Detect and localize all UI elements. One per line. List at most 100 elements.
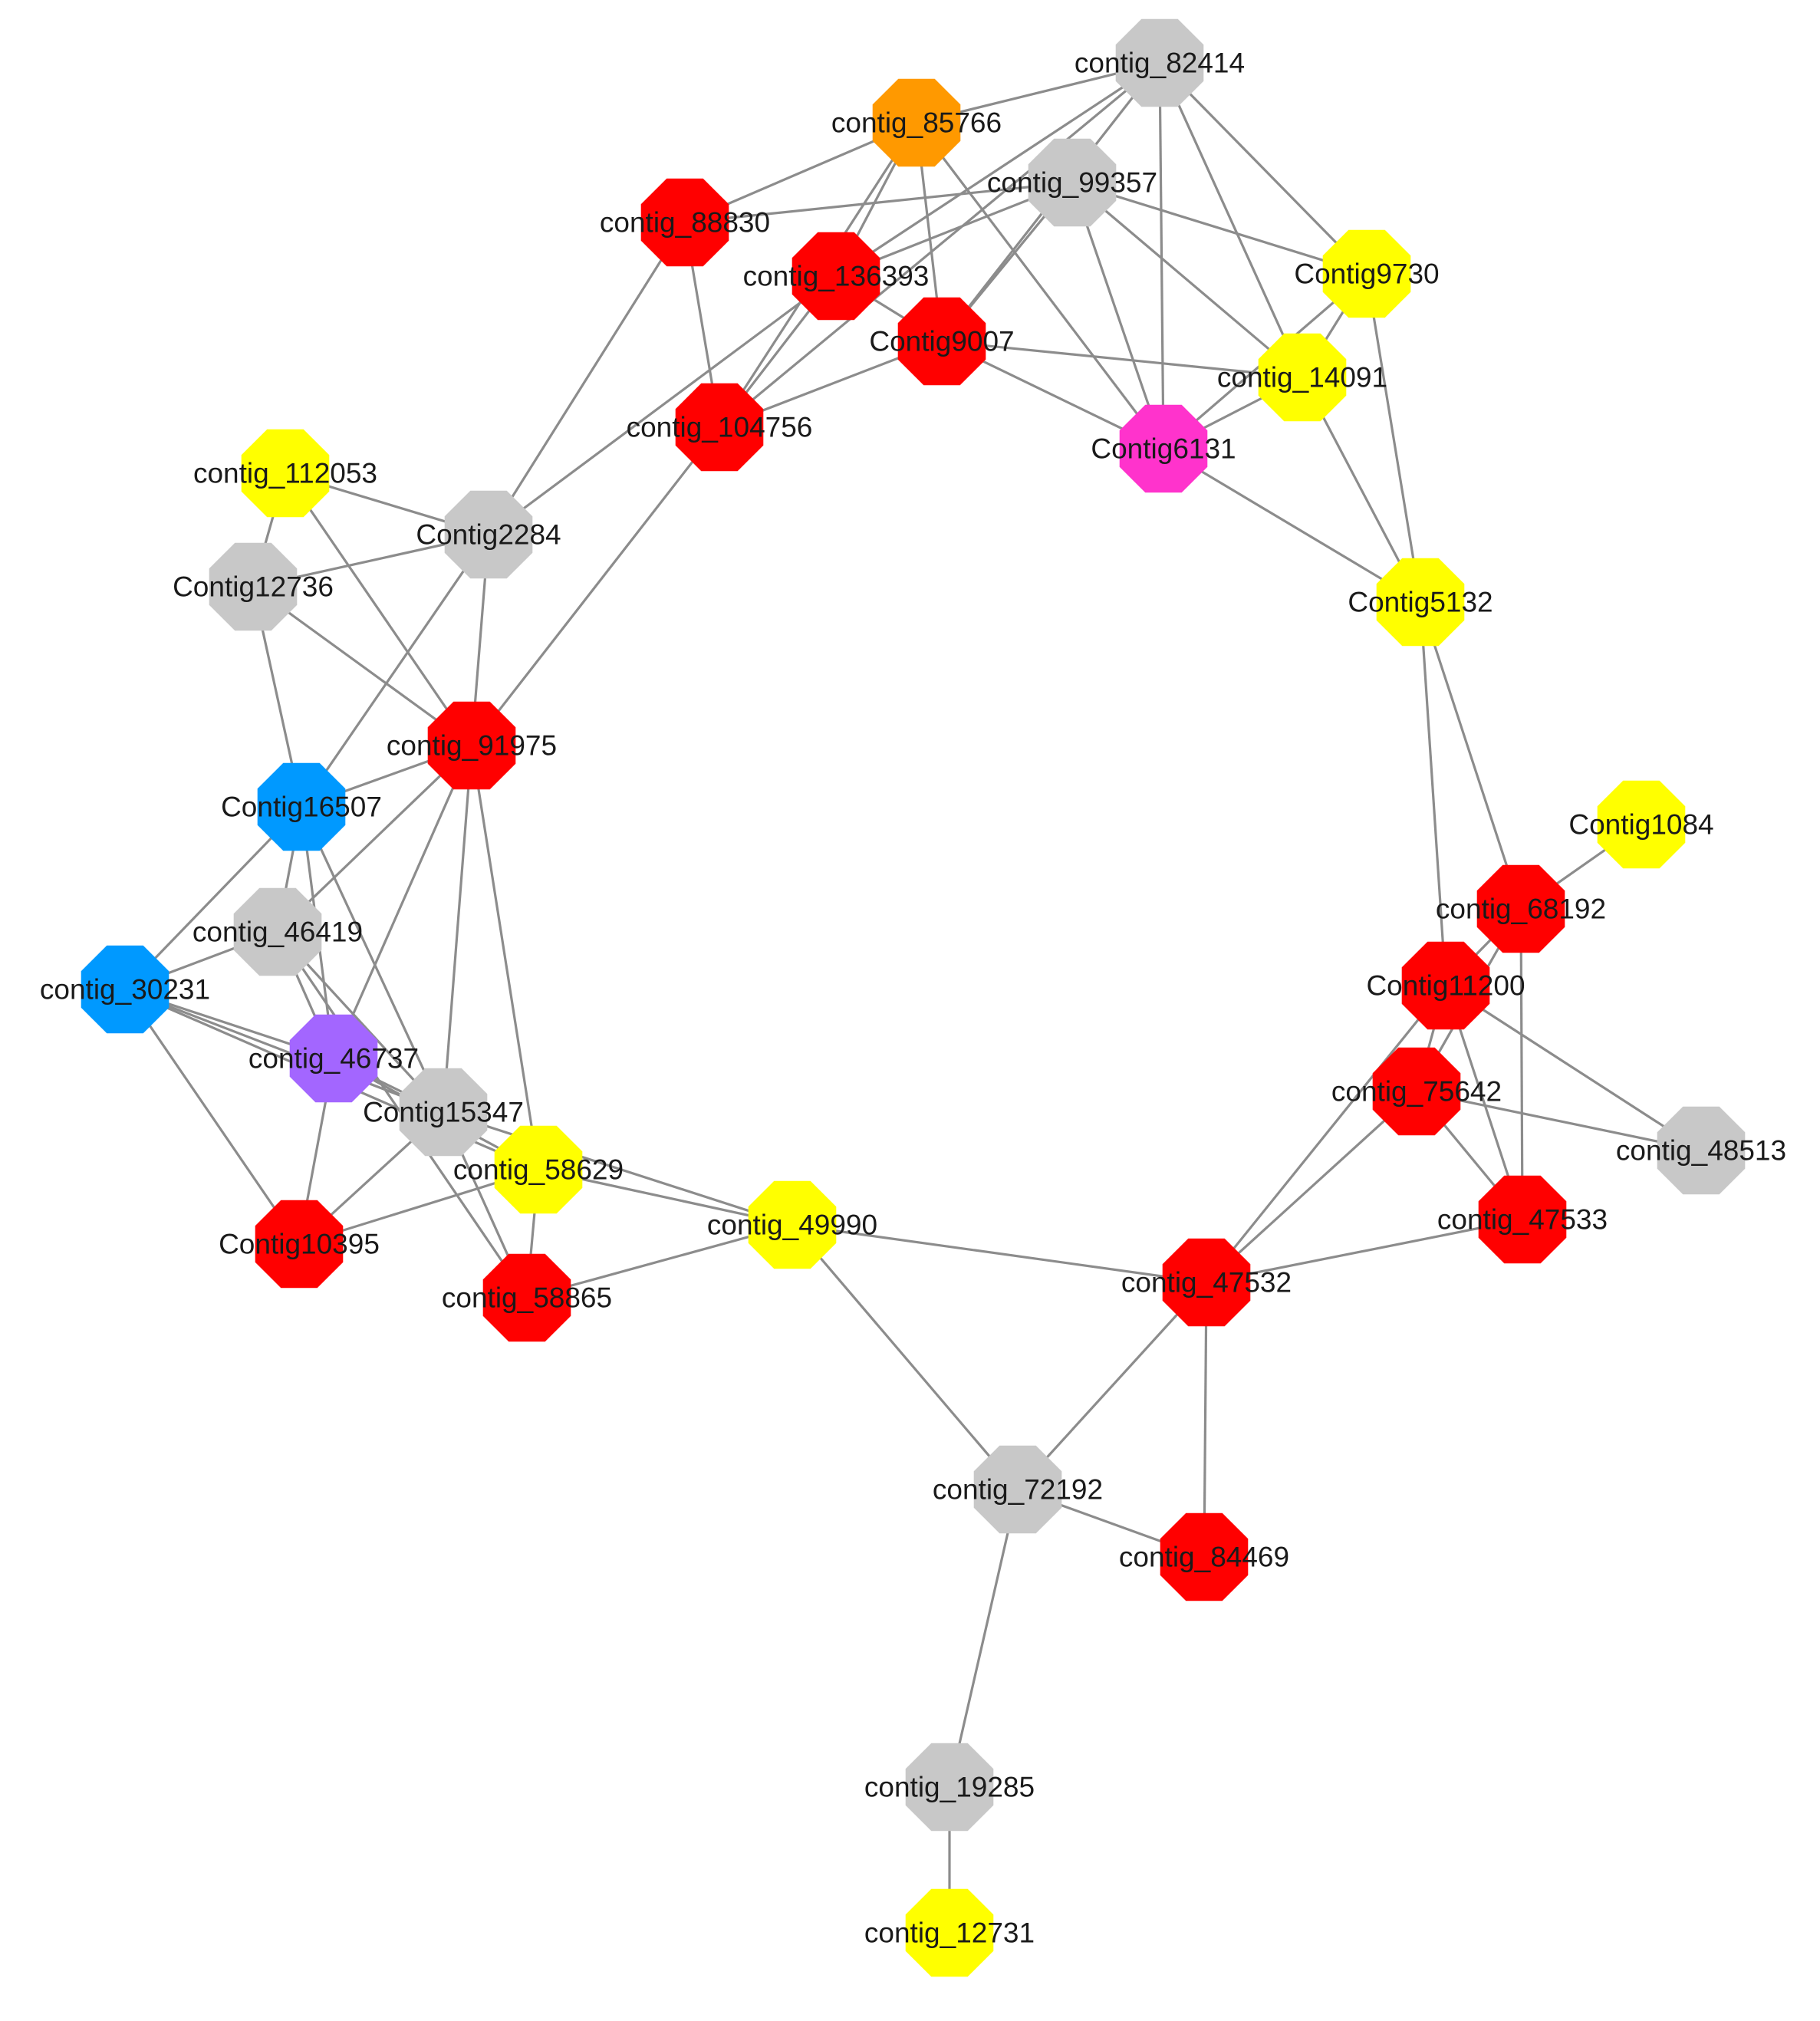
node-label-contig_46419: contig_46419	[193, 917, 363, 948]
node-label-contig_49990: contig_49990	[707, 1210, 877, 1241]
node-Contig9007	[897, 297, 986, 386]
node-label-contig_75642: contig_75642	[1331, 1076, 1502, 1108]
node-label-contig_68192: contig_68192	[1436, 894, 1606, 925]
edge-Contig6131-Contig5132	[1163, 447, 1421, 604]
node-Contig5132	[1376, 558, 1465, 647]
edge-contig_85766-Contig6131	[915, 122, 1165, 449]
edge-contig_91975-contig_46737	[332, 745, 473, 1059]
node-label-contig_82414: contig_82414	[1075, 48, 1245, 79]
node-label-Contig1084: Contig1084	[1568, 809, 1713, 841]
node-contig_75642	[1372, 1047, 1461, 1136]
edge-contig_91975-Contig15347	[442, 745, 473, 1113]
node-contig_58629	[494, 1125, 583, 1214]
edge-Contig9007-contig_14091	[941, 340, 1303, 379]
node-Contig10395	[255, 1200, 344, 1289]
node-contig_19285	[905, 1743, 994, 1832]
node-contig_58865	[482, 1253, 571, 1342]
node-contig_46737	[289, 1014, 378, 1103]
node-label-contig_112053: contig_112053	[193, 458, 377, 489]
node-contig_30231	[81, 945, 169, 1034]
node-Contig2284	[444, 490, 533, 579]
node-label-contig_12731: contig_12731	[864, 1917, 1035, 1949]
edge-contig_75642-contig_48513	[1416, 1090, 1702, 1152]
node-contig_14091	[1258, 333, 1347, 422]
node-label-contig_85766: contig_85766	[831, 107, 1002, 139]
node-label-Contig15347: Contig15347	[363, 1097, 524, 1128]
edge-contig_91975-contig_58629	[470, 745, 540, 1170]
node-Contig12736	[209, 542, 298, 631]
node-label-Contig9730: Contig9730	[1294, 258, 1439, 290]
node-contig_99357	[1028, 138, 1117, 227]
node-Contig16507	[257, 762, 346, 851]
node-contig_112053	[241, 429, 330, 518]
edge-contig_91975-contig_46419	[276, 744, 473, 933]
node-Contig11200	[1401, 941, 1490, 1030]
node-contig_49990	[748, 1180, 837, 1269]
node-label-Contig2284: Contig2284	[416, 519, 561, 551]
edge-contig_75642-contig_47532	[1205, 1090, 1418, 1284]
edge-contig_99357-contig_14091	[1071, 181, 1304, 379]
edge-Contig11200-contig_47532	[1205, 984, 1447, 1284]
edge-Contig5132-Contig11200	[1419, 601, 1447, 986]
node-label-Contig11200: Contig11200	[1366, 970, 1525, 1002]
edge-Contig16507-Contig15347	[300, 806, 445, 1113]
node-label-contig_30231: contig_30231	[40, 974, 210, 1006]
edge-contig_82414-Contig9730	[1158, 61, 1368, 275]
edge-contig_82414-Contig6131	[1158, 62, 1165, 449]
edge-Contig12736-contig_91975	[252, 585, 472, 747]
node-label-Contig9007: Contig9007	[869, 326, 1014, 357]
edge-contig_47532-contig_84469	[1203, 1282, 1208, 1558]
node-label-Contig12736: Contig12736	[173, 571, 334, 603]
node-Contig9730	[1322, 229, 1411, 318]
node-contig_84469	[1160, 1512, 1249, 1601]
node-contig_47532	[1162, 1238, 1251, 1327]
edge-contig_68192-contig_47533	[1519, 908, 1524, 1220]
node-label-contig_47533: contig_47533	[1437, 1204, 1608, 1236]
node-label-contig_72192: contig_72192	[933, 1474, 1103, 1506]
edge-contig_47532-contig_72192	[1016, 1281, 1208, 1491]
node-contig_48513	[1657, 1106, 1746, 1195]
edge-contig_30231-Contig10395	[123, 989, 301, 1245]
edge-contig_82414-contig_104756	[718, 61, 1161, 429]
node-layer	[81, 18, 1746, 1977]
edge-contig_82414-contig_14091	[1158, 62, 1304, 378]
node-Contig6131	[1119, 404, 1208, 493]
edge-contig_49990-contig_58865	[526, 1223, 793, 1299]
node-label-contig_58865: contig_58865	[442, 1282, 612, 1314]
edge-contig_49990-contig_47532	[792, 1223, 1207, 1284]
node-label-contig_46737: contig_46737	[248, 1043, 419, 1075]
node-label-contig_104756: contig_104756	[627, 412, 813, 443]
node-label-Contig16507: Contig16507	[221, 792, 382, 823]
node-label-contig_91975: contig_91975	[387, 730, 557, 762]
edge-contig_99357-Contig9730	[1071, 181, 1367, 275]
node-contig_85766	[872, 78, 961, 167]
node-contig_91975	[427, 701, 516, 790]
node-Contig15347	[399, 1068, 488, 1157]
label-layer: contig_82414 contig_85766 contig_99357cont…	[40, 48, 1786, 1949]
edge-contig_49990-contig_72192	[791, 1223, 1019, 1491]
node-contig_46419	[233, 887, 322, 976]
edge-contig_99357-Contig6131	[1071, 182, 1165, 449]
node-label-contig_99357: contig_99357	[987, 167, 1157, 199]
edge-Contig2284-Contig16507	[300, 534, 490, 808]
node-contig_88830	[640, 178, 729, 267]
edge-Contig5132-contig_68192	[1419, 601, 1522, 910]
node-label-contig_88830: contig_88830	[600, 207, 770, 239]
node-label-contig_58629: contig_58629	[453, 1154, 624, 1186]
node-label-Contig6131: Contig6131	[1091, 433, 1236, 465]
node-contig_72192	[973, 1445, 1062, 1534]
edge-contig_88830-Contig2284	[487, 222, 686, 535]
edge-contig_30231-Contig15347	[124, 988, 444, 1114]
node-label-contig_84469: contig_84469	[1119, 1542, 1289, 1573]
node-label-Contig10395: Contig10395	[219, 1229, 380, 1260]
node-label-contig_14091: contig_14091	[1217, 362, 1387, 393]
node-contig_104756	[675, 383, 764, 472]
node-label-contig_47532: contig_47532	[1121, 1267, 1292, 1299]
node-label-contig_136393: contig_136393	[743, 261, 930, 292]
node-contig_136393	[792, 232, 880, 321]
edge-Contig9730-Contig5132	[1365, 273, 1422, 603]
edge-contig_82414-contig_136393	[835, 61, 1160, 278]
node-contig_12731	[905, 1888, 994, 1977]
node-contig_47533	[1478, 1175, 1567, 1264]
